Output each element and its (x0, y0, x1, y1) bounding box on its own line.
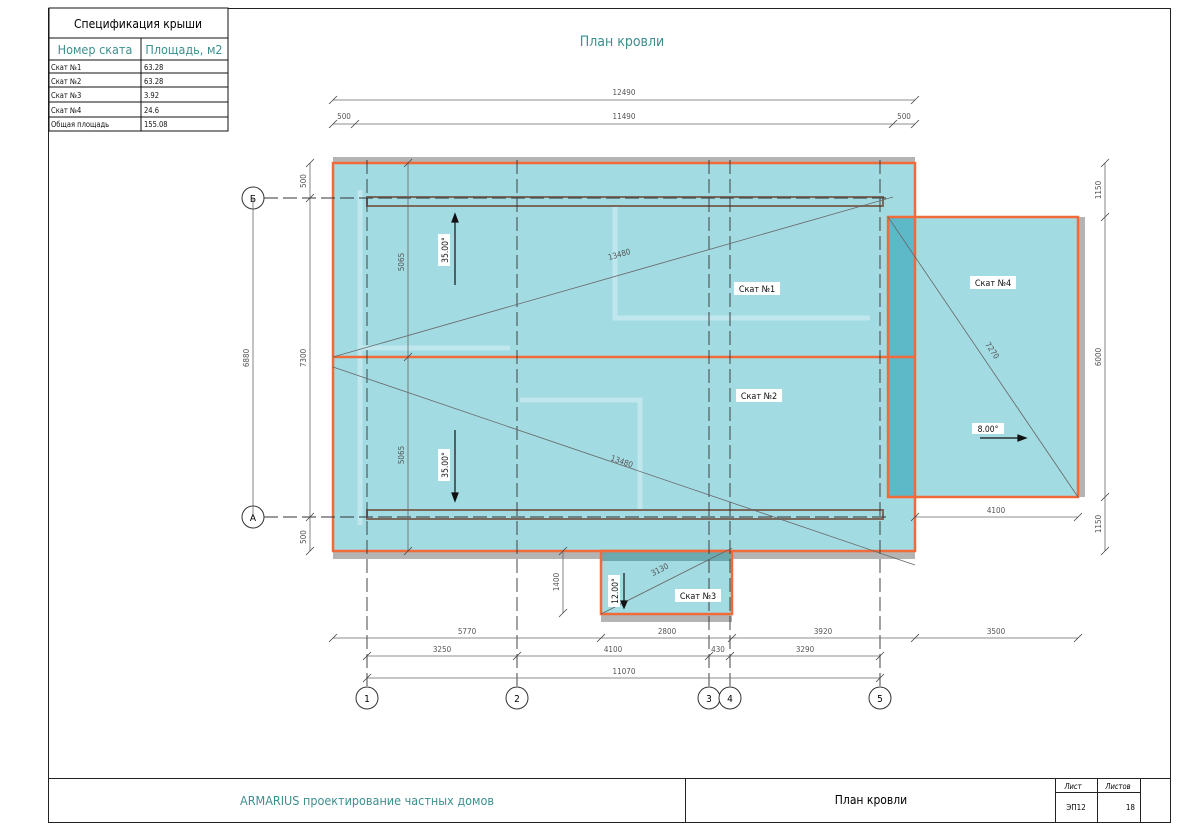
drawing-name: План кровли (835, 793, 907, 807)
dim-text: 5770 (458, 627, 477, 636)
axis-label: А (250, 513, 257, 524)
dim-text: 3500 (987, 627, 1006, 636)
spec-row-area: 3.92 (144, 91, 159, 100)
arrow-right-icon (1017, 434, 1028, 442)
dim-text: 500 (299, 530, 308, 544)
spec-row-area: 24.6 (144, 106, 159, 115)
spec-header-area: Площадь, м2 (145, 42, 222, 57)
roof (331, 157, 1085, 622)
slope-label-4: Скат №4 (975, 279, 1011, 289)
dim-text: 500 (337, 112, 351, 121)
dim-text: 500 (299, 174, 308, 188)
slope-label-2: Скат №2 (741, 392, 777, 402)
arrow-down-icon (451, 492, 459, 503)
dim-text: 5065 (397, 446, 406, 464)
dimension-lines (252, 95, 1110, 683)
spec-row-area: 155.08 (144, 120, 168, 129)
dim-text: 500 (897, 112, 911, 121)
axis-label: 1 (364, 694, 370, 705)
slope-angle: 35.00° (441, 452, 451, 478)
arrow-down-icon (620, 600, 628, 610)
spec-header-slope: Номер ската (58, 42, 133, 57)
dim-text: 3920 (814, 627, 833, 636)
dim-text: 430 (711, 645, 725, 654)
spec-table: Спецификация крыши Номер ската Площадь, … (48, 7, 229, 132)
spec-row-name: Скат №2 (51, 77, 81, 86)
dim-text: 4100 (987, 506, 1006, 515)
dim-text: 1150 (1094, 180, 1103, 199)
dim-text: 12490 (613, 88, 636, 97)
sheet-frame (48, 8, 1171, 823)
dim-text: 11490 (613, 112, 636, 121)
company-name: ARMARIUS проектирование частных домов (240, 793, 494, 808)
slope-arrows (451, 212, 1028, 610)
dim-text: 1150 (1094, 514, 1103, 533)
sheets-count: 18 (1126, 803, 1136, 812)
slope-angle: 35.00° (441, 237, 451, 263)
spec-row-area: 63.28 (144, 63, 163, 72)
dim-text: 5065 (397, 253, 406, 271)
axis-label: 4 (727, 694, 733, 705)
dim-text: 6880 (242, 348, 251, 367)
spec-row-area: 63.28 (144, 77, 163, 86)
axis-label: 5 (877, 694, 883, 705)
dim-text: 3250 (433, 645, 452, 654)
dim-text: 3290 (796, 645, 815, 654)
dim-text: 2800 (658, 627, 677, 636)
slope-angle: 8.00° (978, 425, 999, 435)
title-block: ARMARIUS проектирование частных домов Пл… (48, 778, 1170, 822)
dim-text: 11070 (613, 667, 636, 676)
dim-text: 6000 (1094, 347, 1103, 366)
page-title: План кровли (580, 34, 664, 50)
dim-text: 1400 (552, 572, 561, 591)
sheet-number: ЭП12 (1066, 803, 1086, 812)
spec-row-name: Скат №3 (51, 91, 81, 100)
spec-row-name: Скат №1 (51, 63, 81, 72)
spec-row-name: Скат №4 (51, 106, 81, 115)
slope-angle: 12.00° (611, 578, 621, 604)
axis-label: 2 (514, 694, 520, 705)
dim-text: 7300 (299, 348, 308, 367)
sheets-label: Листов (1104, 782, 1130, 791)
arrow-up-icon (451, 212, 459, 223)
slope-label-3: Скат №3 (680, 592, 716, 602)
sheet-label: Лист (1063, 782, 1082, 791)
axis-label: 3 (706, 694, 712, 705)
spec-table-title: Спецификация крыши (74, 17, 202, 31)
dim-text: 4100 (604, 645, 623, 654)
slope-label-1: Скат №1 (739, 285, 775, 295)
spec-row-name: Общая площадь (51, 120, 109, 129)
